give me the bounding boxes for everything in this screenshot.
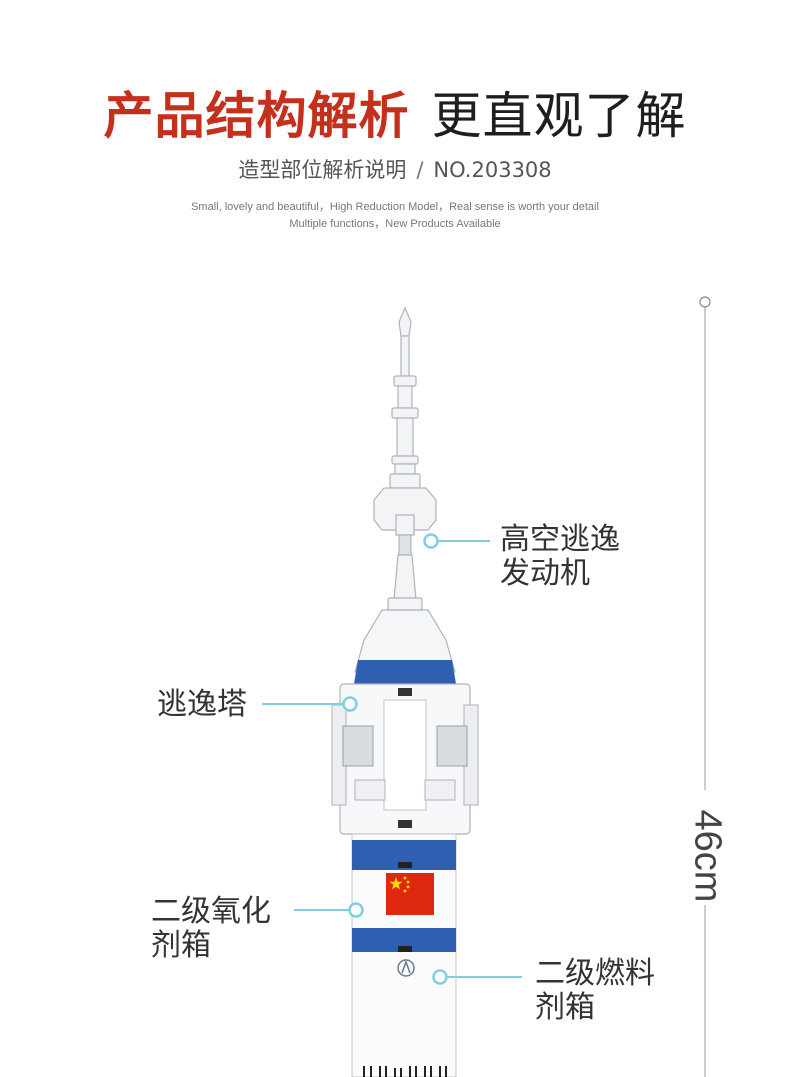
subtitle-description: 造型部位解析说明: [238, 158, 407, 182]
subtitle: 造型部位解析说明 / NO.203308: [0, 154, 790, 184]
callout-escape-engine-connector: [423, 533, 490, 549]
upper-stage-body: [351, 833, 457, 1077]
label-escape-engine-line-1: 高空逃逸: [500, 522, 620, 557]
title-rest: 更直观了解: [431, 87, 687, 145]
height-dimension-label: 46cm: [686, 809, 729, 903]
label-escape-engine-line-2: 发动机: [500, 556, 590, 591]
fairing-nose: [354, 609, 456, 684]
escape-tower-module: [331, 683, 479, 835]
label-oxidizer-tank: 二级氧化 剂箱: [151, 895, 271, 963]
china-flag-decal: [386, 873, 434, 915]
height-dimension-line: [699, 296, 711, 1077]
tagline-line-1: Small, lovely and beautiful，High Reducti…: [191, 201, 599, 213]
space-agency-emblem: [397, 959, 415, 977]
label-escape-tower: 逃逸塔: [157, 687, 247, 722]
stage-marking-dashes: [363, 1066, 447, 1077]
subtitle-separator: /: [416, 158, 424, 182]
label-oxidizer-tank-line-2: 剂箱: [151, 928, 211, 963]
page-title: 产品结构解析更直观了解: [0, 76, 790, 148]
callout-escape-tower-connector: [262, 696, 358, 712]
label-fuel-tank-line-2: 剂箱: [535, 990, 595, 1025]
model-number: NO.203308: [433, 158, 552, 182]
label-oxidizer-tank-line-1: 二级氧化: [151, 894, 271, 929]
callout-oxidizer-tank-connector: [294, 902, 364, 918]
tagline-line-2: Multiple functions，New Products Availabl…: [289, 218, 501, 230]
title-highlight: 产品结构解析: [103, 87, 410, 145]
label-fuel-tank: 二级燃料 剂箱: [535, 957, 655, 1025]
label-fuel-tank-line-1: 二级燃料: [535, 956, 655, 991]
rocket-model-image: [331, 306, 479, 1077]
label-escape-engine: 高空逃逸 发动机: [500, 523, 620, 591]
callout-fuel-tank-connector: [432, 969, 522, 985]
escape-tower-spire: [373, 306, 437, 611]
